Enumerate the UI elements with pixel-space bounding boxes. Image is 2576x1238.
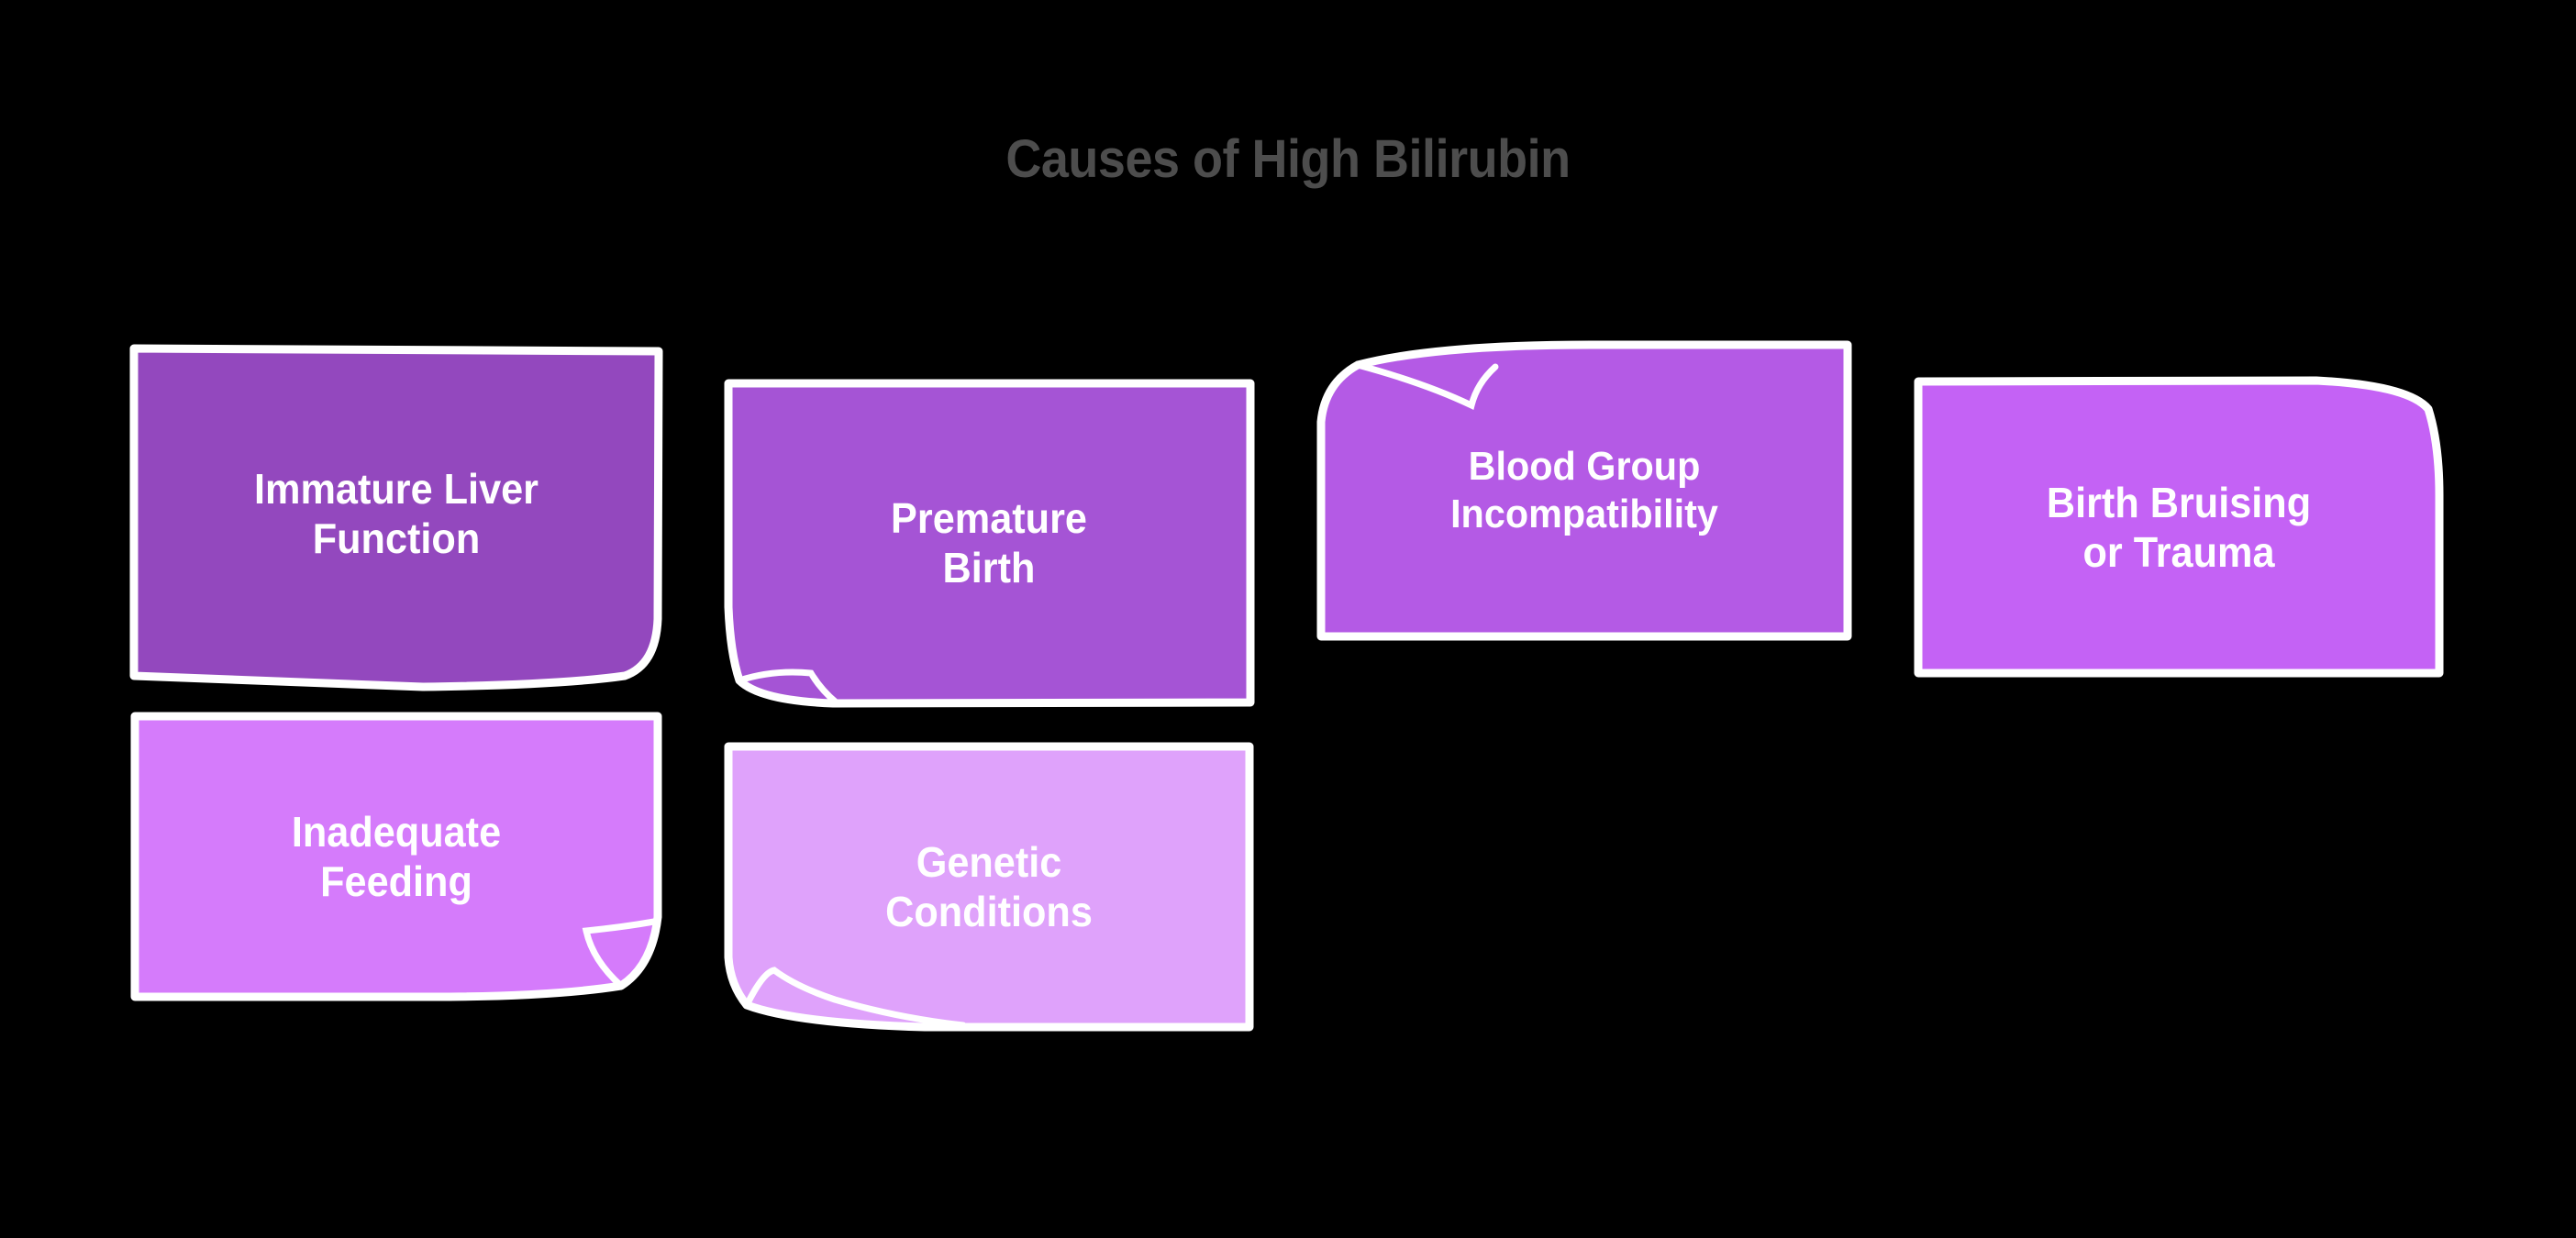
- node-genetic-conditions[interactable]: Genetic Conditions: [723, 741, 1255, 1033]
- node-shape-1: [129, 344, 663, 691]
- node-blood-group-incompatibility[interactable]: Blood Group Incompatibility: [1316, 339, 1853, 642]
- node-shape-5: [130, 712, 662, 1001]
- node-shape-4: [1914, 376, 2444, 678]
- node-immature-liver-function[interactable]: Immature Liver Function: [129, 344, 663, 691]
- page-title: Causes of High Bilirubin: [1005, 129, 1571, 189]
- node-birth-bruising-or-trauma[interactable]: Birth Bruising or Trauma: [1913, 376, 2445, 679]
- node-shape-6: [724, 742, 1254, 1032]
- node-premature-birth[interactable]: Premature Birth: [723, 378, 1255, 708]
- node-shape-2: [724, 379, 1255, 708]
- node-inadequate-feeding[interactable]: Inadequate Feeding: [129, 711, 663, 1002]
- node-shape-3: [1316, 340, 1852, 641]
